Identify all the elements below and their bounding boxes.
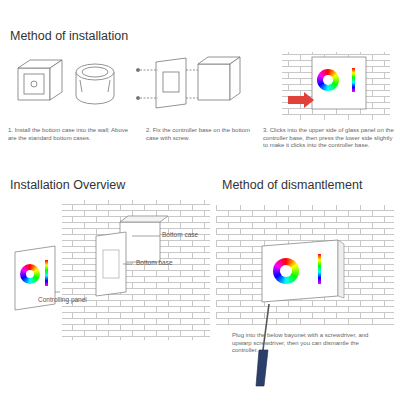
color-wheel [20,264,40,284]
part-label: Controlling panel [38,296,128,304]
installation-overview [15,200,210,340]
step-text: 3. Clicks into the upper side of glass p… [263,127,395,150]
step-text: 1. Install the bottom case into the wall… [8,127,136,142]
panel-clicking [282,52,390,120]
part-label: Bottom base [136,259,196,267]
color-wheel [273,258,299,284]
step-text: 2. Fix the controller base on the bottom… [146,127,258,142]
square-bottom-case [18,60,62,100]
color-wheel [317,69,339,91]
color-bar [352,68,355,92]
note-text: Plug into the below bayonet with a screw… [232,332,372,355]
color-bar [45,260,48,286]
controller-base-fixing [136,57,240,108]
section-heading: Method of dismantlement [222,178,400,194]
dismantlement [216,205,394,386]
section-heading: Method of installation [10,29,240,45]
part-label: Bottom case [162,231,222,239]
color-bar [318,254,321,284]
section-heading: Installation Overview [10,178,210,194]
round-bottom-case [76,64,114,104]
